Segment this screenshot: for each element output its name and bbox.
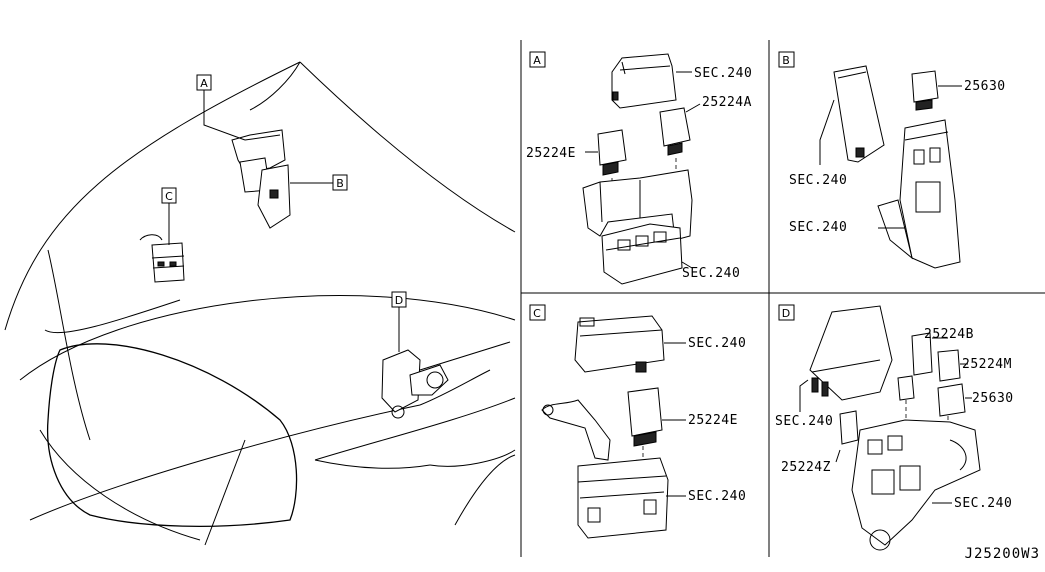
- panel-b-tag: B: [782, 54, 790, 67]
- panel-d-relay-25224m: [937, 349, 968, 382]
- panel-c-cover: [574, 315, 686, 373]
- panel-a-label-25224a: 25224A: [702, 95, 752, 110]
- callout-d-label: D: [395, 294, 403, 307]
- panel-a-box: [601, 223, 693, 285]
- panel-b-tag-box: [778, 51, 795, 68]
- panel-a-tag: A: [533, 54, 541, 67]
- panel-d-tag: D: [782, 307, 790, 320]
- panel-d-label-box: SEC.240: [954, 496, 1012, 511]
- overview-relay-box-c: [139, 234, 185, 283]
- callout-c-label: C: [165, 190, 173, 203]
- panel-d-tag-box: [778, 304, 795, 321]
- panel-d-box: [851, 419, 981, 551]
- panel-d-relay-25630: [937, 383, 972, 417]
- panel-b-label-25630: 25630: [964, 79, 1006, 94]
- panel-a-label-box: SEC.240: [682, 266, 740, 281]
- panel-c-label-cover: SEC.240: [688, 336, 746, 351]
- panel-d-label-25630: 25630: [972, 391, 1014, 406]
- panel-grid: [520, 40, 1045, 557]
- panel-d-cover: [799, 305, 893, 412]
- panel-a-cover: [611, 53, 692, 109]
- panel-d: D: [775, 304, 1014, 551]
- callout-c[interactable]: C: [161, 187, 177, 245]
- panel-a-relay-25224a: [659, 103, 701, 156]
- panel-d-label-cover: SEC.240: [775, 414, 833, 429]
- panel-a-label-25224e: 25224E: [526, 146, 576, 161]
- panel-b-label-cover: SEC.240: [789, 173, 847, 188]
- overview-relay-box-a-b: [231, 129, 291, 229]
- panel-c-tag: C: [533, 307, 541, 320]
- panel-c-relay-25224e: [627, 387, 686, 447]
- panel-b-box: [877, 119, 961, 269]
- vehicle-overview: A B C D: [4, 61, 516, 546]
- panel-d-relay-25224z: [835, 410, 859, 463]
- panel-a-label-cover: SEC.240: [694, 66, 752, 81]
- panel-d-label-25224m: 25224M: [962, 357, 1012, 372]
- panel-c-box: [541, 399, 686, 539]
- panel-b: B 25630 SEC.240 SEC.240: [778, 51, 1006, 269]
- callout-d[interactable]: D: [391, 291, 407, 352]
- panel-b-cover: [819, 65, 885, 165]
- callout-a[interactable]: A: [196, 74, 246, 141]
- panel-c: C SEC.240 25224E SEC.240: [529, 304, 746, 539]
- panel-a-tag-box: [529, 51, 546, 68]
- panel-d-relay-small: [897, 375, 915, 401]
- panel-b-relay-25630: [911, 70, 962, 111]
- panel-a-relay-25224e: [585, 129, 627, 176]
- panel-c-tag-box: [529, 304, 546, 321]
- panel-a-bracket: [582, 169, 693, 241]
- panel-b-label-box: SEC.240: [789, 220, 847, 235]
- panel-d-label-25224z: 25224Z: [781, 460, 831, 475]
- callout-b-label: B: [336, 177, 344, 190]
- callout-b[interactable]: B: [290, 174, 348, 191]
- panel-c-label-box: SEC.240: [688, 489, 746, 504]
- overview-relay-box-d: [381, 341, 511, 419]
- panel-d-label-25224b: 25224B: [924, 327, 974, 342]
- panel-a: A: [526, 51, 752, 285]
- panel-c-label-25224e: 25224E: [688, 413, 738, 428]
- callout-a-label: A: [200, 77, 208, 90]
- diagram-code: J25200W3: [965, 546, 1040, 562]
- panel-d-relay-25224b: [911, 332, 948, 376]
